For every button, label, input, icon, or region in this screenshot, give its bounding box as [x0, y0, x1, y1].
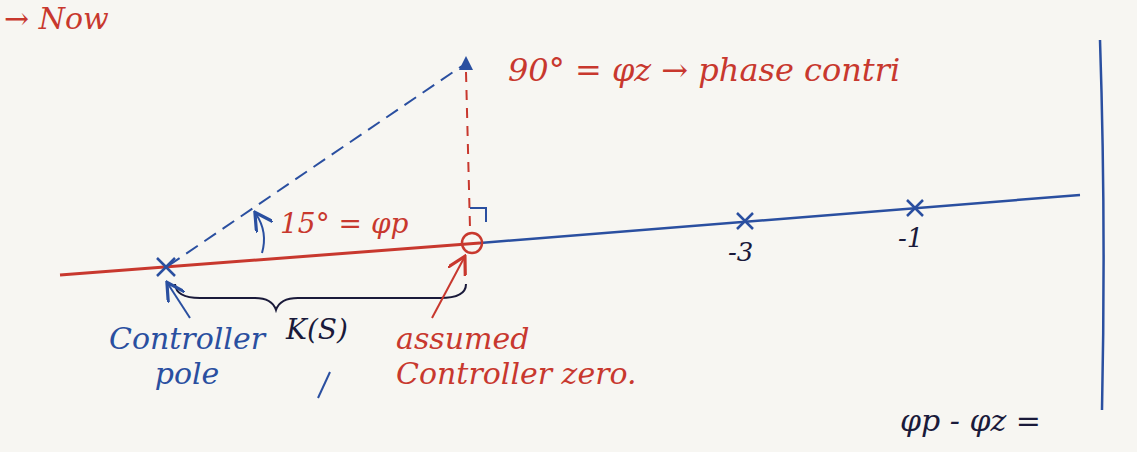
zero-symbol — [462, 233, 482, 253]
right-angle-mark — [470, 208, 486, 222]
pole-value: -1 — [898, 224, 948, 254]
angle-note: 90° = φz → phase contri — [508, 52, 1068, 89]
callout-label: assumed Controller zero. — [396, 322, 686, 391]
heading-note: → Now — [4, 2, 184, 37]
pole-value: -3 — [728, 238, 778, 268]
pole-symbol — [737, 213, 753, 229]
real-axis — [60, 243, 480, 275]
pole-symbol — [157, 258, 175, 276]
callout-label: Controller pole — [92, 322, 282, 391]
brace — [175, 284, 466, 310]
angle-label: 15° = φp — [280, 208, 430, 240]
leader-arrow — [168, 284, 190, 318]
imaginary-axis — [1100, 40, 1104, 410]
equation-note: φp - φz = — [900, 404, 1090, 439]
pole-symbol — [907, 200, 923, 216]
angle-line — [466, 72, 470, 228]
real-axis — [480, 195, 1080, 243]
pen-stroke — [318, 372, 330, 398]
test-point — [459, 56, 473, 70]
angle-arc — [256, 214, 264, 253]
angle-line — [168, 66, 462, 266]
transfer-label: K(S) — [286, 314, 366, 346]
leader-arrow — [432, 258, 464, 318]
